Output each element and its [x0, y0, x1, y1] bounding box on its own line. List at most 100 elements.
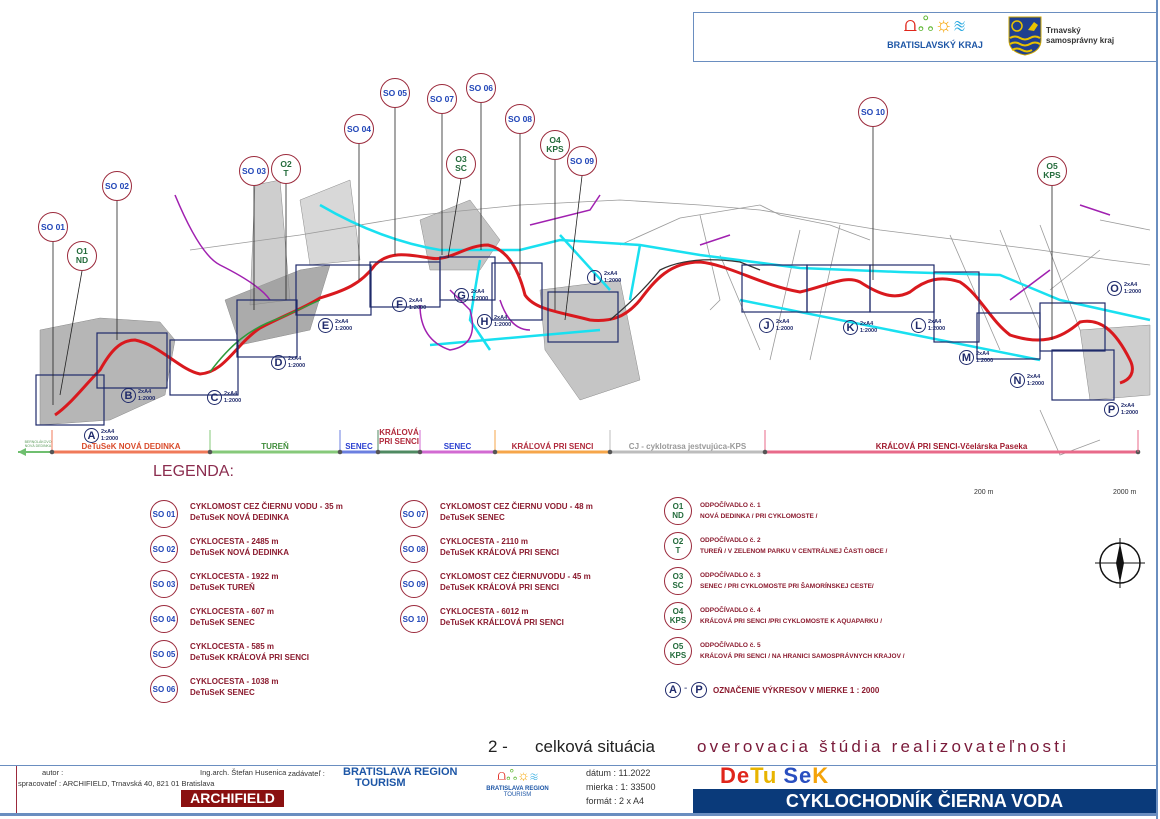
legend-so-line2: DeTuSeK KRÁĽOVÁ PRI SENCI	[440, 583, 559, 592]
legend-so-line1: CYKLOCESTA - 2485 m	[190, 537, 279, 546]
callout-leader-line	[564, 175, 583, 321]
legend-so-badge: SO 09	[400, 570, 428, 598]
sun-icon: ☼	[934, 14, 954, 36]
strip-label: TUREŇ	[261, 442, 289, 451]
bk-logo-name: BRATISLAVSKÝ KRAJ	[887, 40, 983, 50]
legend-so-line2: DeTuSeK KRÁĽOVÁ PRI SENCI	[440, 548, 559, 557]
sheet-scale: 1:2000	[101, 435, 119, 442]
strip-label: KRÁĽOVÁ PRI SENCI	[511, 442, 594, 451]
callout-so04: SO 04	[344, 114, 374, 144]
logo-box	[693, 12, 1158, 62]
strip-node	[207, 449, 213, 455]
badge-line2: SC	[672, 581, 684, 590]
callout-line1: SO 03	[241, 165, 267, 176]
strip-label: SENEC	[345, 442, 373, 451]
zadavatel-line2: TOURISM	[355, 777, 406, 789]
bratislava-region-tourism-logo: ⩍ஃ☼≋ BRATISLAVA REGION TOURISM	[480, 767, 555, 798]
wave-icon: ≋	[953, 14, 967, 36]
grape-icon: ஃ	[917, 14, 935, 36]
sheet-scale: 1:2000	[471, 295, 489, 302]
callout-line1: SO 02	[104, 180, 130, 191]
legend-title: LEGENDA:	[153, 463, 234, 480]
zadavatel-label: zadávateľ :	[288, 769, 325, 778]
callout-so01: SO 01	[38, 212, 68, 242]
sheet-format: 2xA4	[138, 388, 152, 395]
route-map	[18, 103, 1151, 456]
autor-label: autor :	[42, 768, 64, 777]
detusek-part: De	[720, 763, 751, 788]
footer-margin-line	[16, 766, 17, 814]
legend-so-badge: SO 08	[400, 535, 428, 563]
strip-label: CJ - cyklotrasa jestvujúca-KPS	[628, 442, 747, 451]
bratislavsky-kraj-logo: ⩍ஃ☼≋ BRATISLAVSKÝ KRAJ	[880, 14, 990, 59]
callout-so03: SO 03	[239, 156, 269, 186]
sheet-format: 2xA4	[776, 318, 790, 325]
legend-so-line1: CYKLOCESTA - 1922 m	[190, 572, 279, 581]
callout-so02: SO 02	[102, 171, 132, 201]
sheet-letter: K	[843, 320, 858, 335]
callout-line1: SO 06	[468, 82, 494, 93]
strip-node	[417, 449, 423, 455]
callout-leader-line	[447, 178, 462, 259]
legend-so-badge: SO 10	[400, 605, 428, 633]
legend-so-badge: SO 06	[150, 675, 178, 703]
legend-so-line2: DeTuSeK SENEC	[440, 513, 505, 522]
badge-line2: T	[675, 546, 681, 555]
legend-so-line1: CYKLOMOST CEZ ČIERNUVODU - 45 m	[440, 572, 591, 581]
legend-so-line1: CYKLOCESTA - 6012 m	[440, 607, 529, 616]
castle-icon: ⩍	[903, 14, 918, 36]
bk-logo-glyphs: ⩍ஃ☼≋	[880, 14, 990, 40]
legend-so-line1: CYKLOCESTA - 607 m	[190, 607, 275, 616]
autor-value: Ing.arch. Štefan Husenica	[200, 768, 287, 777]
detusek-part: Se	[783, 763, 813, 788]
brt-logo-glyphs: ⩍ஃ☼≋	[497, 767, 538, 783]
callout-line1: SO 01	[40, 221, 66, 232]
zadavatel-line1: BRATISLAVA REGION	[343, 766, 458, 778]
legend-sheet-to: P	[691, 682, 707, 698]
land-parcels	[39, 179, 1151, 426]
purple-lines	[174, 194, 1111, 351]
sheet-scale: 1:2000	[776, 325, 794, 332]
strip-node	[375, 449, 381, 455]
legend-so-badge: SO 07	[400, 500, 428, 528]
sheet-scale: 1:2000	[494, 321, 512, 328]
callout-so08: SO 08	[505, 104, 535, 134]
legend-rest-line2: KRÁĽOVÁ PRI SENCI /PRI CYKLOMOSTE K AQUA…	[700, 618, 883, 625]
sheet-letter: C	[207, 390, 222, 405]
arrow-left-icon	[18, 448, 26, 456]
legend-rest-line2: KRÁĽOVÁ PRI SENCI / NA HRANICI SAMOSPRÁV…	[700, 653, 905, 660]
legend-rest-line1: ODPOČÍVADLO č. 3	[700, 572, 761, 579]
callout-line1: SO 10	[860, 106, 886, 117]
brt-logo-line2: TOURISM	[503, 792, 532, 798]
spracovatel: spracovateľ : ARCHIFIELD, Trnavská 40, 8…	[18, 779, 215, 788]
sheet-format: 2xA4	[288, 355, 302, 362]
sheet-letter: M	[959, 350, 974, 365]
callout-line2: KPS	[1043, 170, 1061, 180]
strip-node	[607, 449, 613, 455]
callout-so05: SO 05	[380, 78, 410, 108]
legend-rest-line2: NOVÁ DEDINKA / PRI CYKLOMOSTE /	[700, 513, 818, 520]
frame-border	[1156, 0, 1158, 819]
datum: dátum : 11.2022	[586, 768, 651, 778]
sheet-format: 2xA4	[928, 318, 942, 325]
